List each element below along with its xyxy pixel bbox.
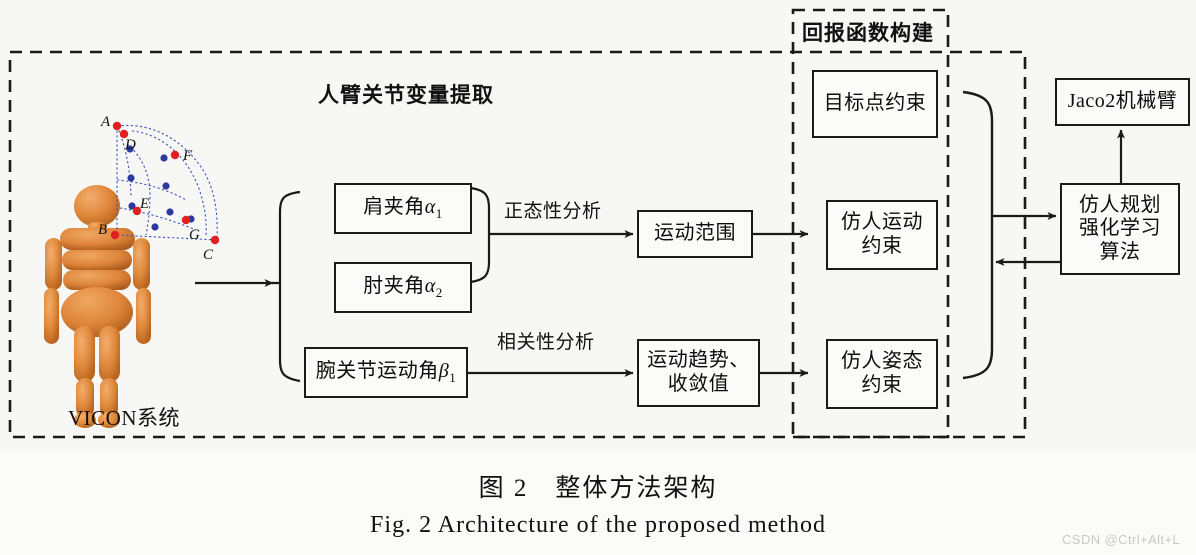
edge-label-correlation-analysis: 相关性分析: [497, 332, 595, 353]
figure-caption-chinese: 图 2 整体方法架构: [478, 475, 718, 502]
node-motion-range-label: 运动范围: [654, 222, 736, 245]
node-motion-range[interactable]: 运动范围: [637, 210, 753, 258]
node-motion-trend[interactable]: 运动趋势、 收敛值: [637, 339, 760, 407]
node-wrist-angle[interactable]: 腕关节运动角β1: [304, 347, 468, 398]
marker-label-B: B: [98, 222, 108, 238]
marker-label-C: C: [203, 247, 214, 263]
node-jaco2-arm[interactable]: Jaco2机械臂: [1055, 78, 1190, 126]
marker-label-G: G: [189, 227, 200, 243]
node-wrist-angle-text: 腕关节运动角β1: [315, 359, 457, 385]
node-jaco2-arm-label: Jaco2机械臂: [1067, 90, 1178, 113]
figure-caption-english: Fig. 2 Architecture of the proposed meth…: [370, 512, 826, 538]
node-rl-algorithm-line1: 仿人规划: [1079, 193, 1161, 216]
node-target-point-constraint-label: 目标点约束: [823, 92, 927, 115]
node-target-point-constraint[interactable]: 目标点约束: [812, 70, 938, 138]
node-elbow-angle[interactable]: 肘夹角α2: [334, 262, 472, 313]
section-title-reward-construction: 回报函数构建: [802, 22, 934, 45]
figure-canvas: [0, 0, 1196, 450]
node-humanoid-posture-constraint-line2: 约束: [861, 374, 903, 396]
marker-label-E: E: [140, 196, 150, 212]
node-shoulder-angle-text: 肩夹角α1: [363, 195, 443, 221]
watermark-text: CSDN @Ctrl+Alt+L: [1062, 532, 1180, 547]
node-motion-trend-line2: 收敛值: [667, 373, 730, 395]
marker-label-D: D: [125, 137, 136, 153]
node-rl-algorithm-line2: 强化学习: [1079, 217, 1161, 240]
node-humanoid-motion-constraint-line2: 约束: [861, 235, 903, 257]
edge-label-normality-analysis: 正态性分析: [504, 201, 602, 222]
node-humanoid-posture-constraint[interactable]: 仿人姿态 约束: [826, 339, 938, 409]
marker-label-A: A: [101, 114, 111, 130]
node-rl-algorithm[interactable]: 仿人规划 强化学习 算法: [1060, 183, 1180, 275]
section-title-arm-extraction: 人臂关节变量提取: [318, 84, 494, 107]
node-rl-algorithm-line3: 算法: [1099, 240, 1141, 263]
vicon-system-label: VICON系统: [68, 406, 180, 430]
marker-label-F: F: [183, 148, 193, 164]
node-humanoid-posture-constraint-line1: 仿人姿态: [841, 350, 923, 373]
node-humanoid-motion-constraint[interactable]: 仿人运动 约束: [826, 200, 938, 270]
node-motion-trend-line1: 运动趋势、: [647, 349, 750, 372]
node-shoulder-angle[interactable]: 肩夹角α1: [334, 183, 472, 234]
node-elbow-angle-text: 肘夹角α2: [363, 274, 443, 300]
node-humanoid-motion-constraint-line1: 仿人运动: [841, 211, 923, 234]
